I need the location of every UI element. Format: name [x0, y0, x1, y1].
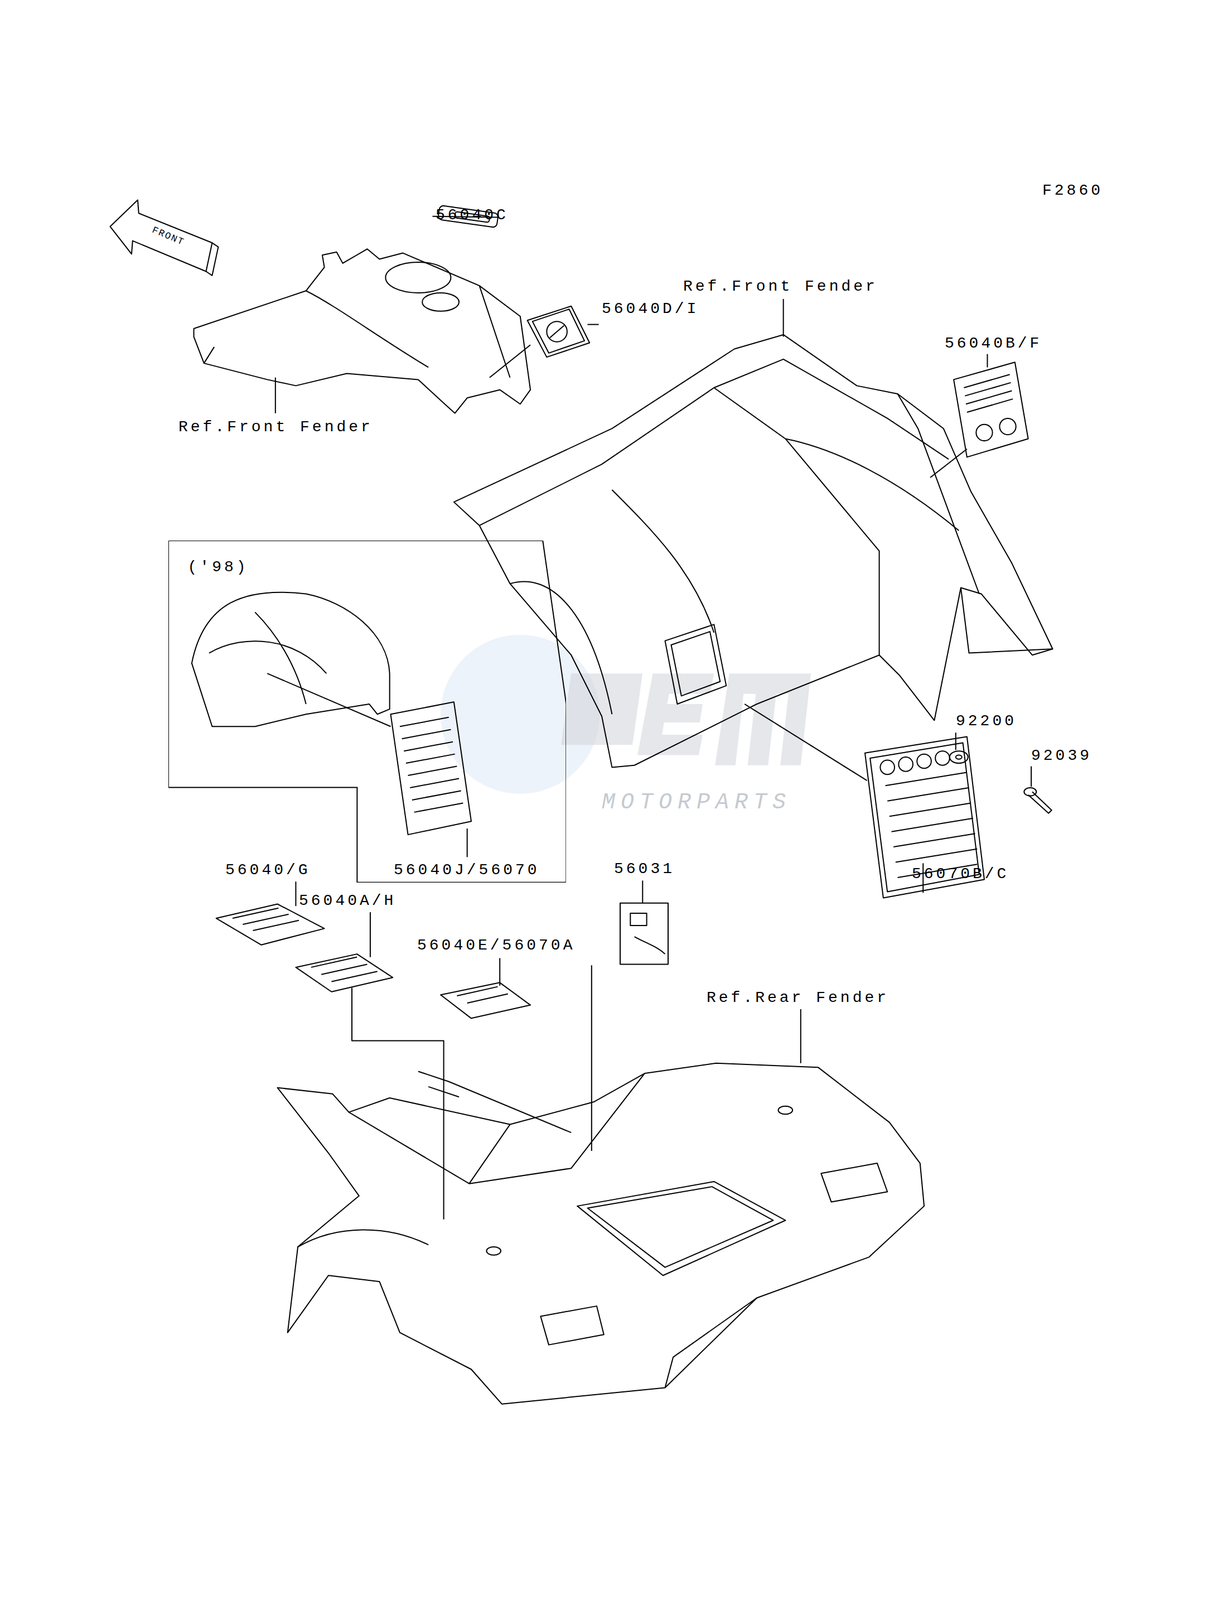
screw — [1023, 787, 1052, 814]
part-number: 56040D/I — [601, 300, 699, 318]
part-number: 56040J/56070 — [393, 861, 540, 879]
decal — [440, 982, 531, 1018]
reference-label: Ref.Front Fender — [683, 277, 878, 296]
year-note: ('98) — [187, 558, 249, 577]
decal — [390, 701, 472, 835]
box-outline — [168, 540, 567, 883]
washer — [949, 750, 969, 763]
watermark: MOTORPARTS — [601, 789, 792, 816]
part-number: 56040B/F — [944, 334, 1042, 353]
leader-line — [267, 216, 1032, 1220]
figure-code: F2860 — [1042, 181, 1104, 200]
part-number: 56040E/56070A — [417, 936, 575, 955]
rear-fender — [277, 1062, 925, 1404]
watermark-logo — [561, 673, 811, 766]
reference-label: Ref.Rear Fender — [706, 988, 889, 1007]
part-number: 56040/G — [225, 861, 311, 879]
part-number: 56040C — [435, 206, 509, 225]
part-number: 92039 — [1031, 746, 1092, 765]
front-arrow-shadow — [205, 242, 219, 276]
decal — [216, 903, 325, 945]
reference-label: Ref.Front Fender — [178, 418, 374, 437]
decal — [295, 953, 393, 992]
decal — [527, 306, 591, 357]
decal — [620, 902, 669, 965]
washer — [955, 754, 963, 759]
part-number: 56040A/H — [298, 891, 396, 910]
part-number: 92200 — [955, 712, 1017, 731]
front-fender-cover — [194, 248, 531, 413]
year-variant-box: ('98) 56040J/56070 — [168, 540, 567, 883]
box-outline — [168, 540, 567, 883]
decal — [953, 361, 1029, 457]
fender-1998 — [191, 592, 390, 727]
part-number: 56070B/C — [911, 864, 1009, 883]
front-arrow — [110, 199, 213, 272]
part-number: 56031 — [614, 859, 675, 878]
